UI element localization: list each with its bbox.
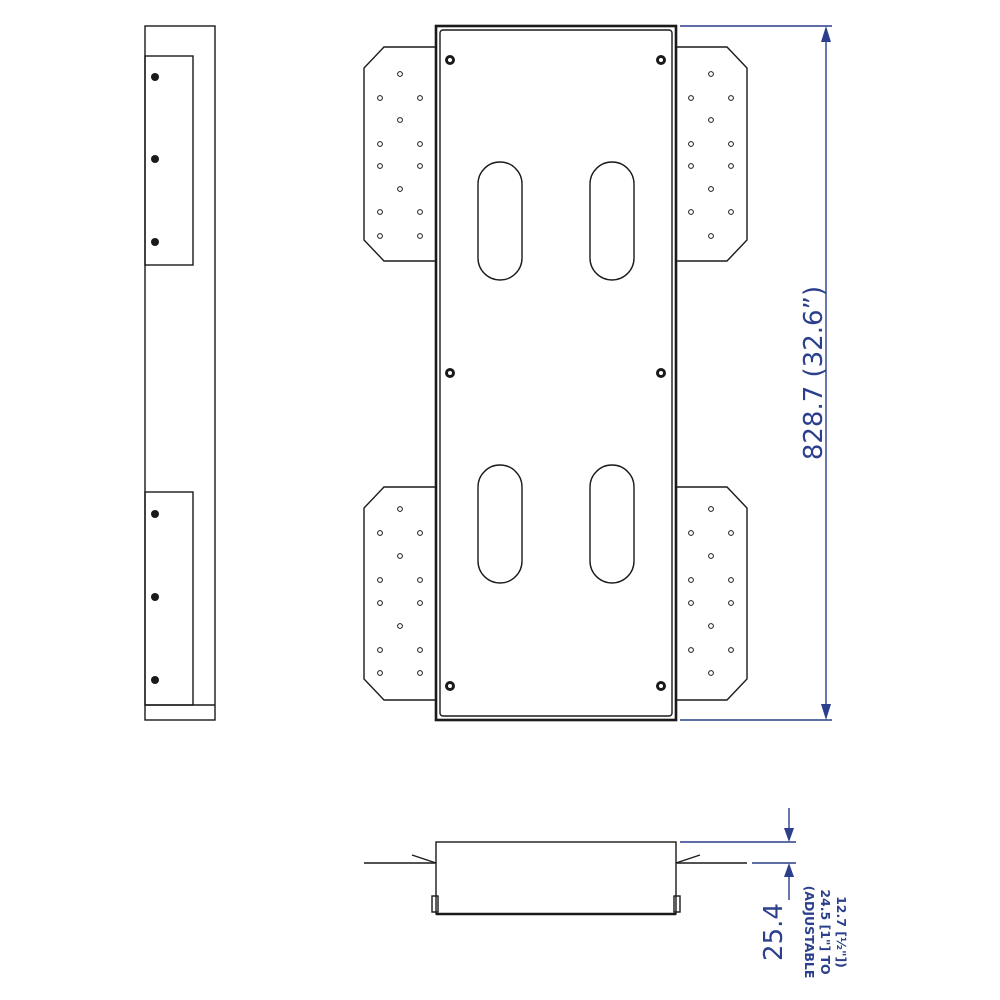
bracket-plate-holes — [377, 71, 734, 676]
depth-arrowhead-top — [784, 828, 794, 842]
height-label: 828.7 (32.6”) — [799, 286, 829, 460]
side-view-hole — [151, 510, 159, 518]
side-view-hole — [151, 593, 159, 601]
arrowhead-up — [821, 26, 831, 42]
slot-lower-right — [589, 464, 635, 584]
depth-note-line-1: (ADJUSTABLE — [802, 886, 817, 979]
slot-lower-left — [477, 464, 523, 584]
bracket-plate-lower-left — [363, 486, 436, 701]
depth-arrowhead-bottom — [784, 863, 794, 877]
depth-dimension: 25.4 (ADJUSTABLE 24.5 [1"] TO 12.7 [½"]) — [680, 808, 849, 978]
slot-upper-left — [477, 161, 523, 281]
bracket-plate-lower-right — [676, 486, 748, 701]
main-plate-holes — [445, 55, 666, 691]
bottom-view-foot-left — [431, 895, 439, 913]
side-view — [144, 25, 216, 721]
bracket-plate-upper-left — [363, 46, 436, 262]
arrowhead-down — [821, 704, 831, 720]
main-mounting-plate — [434, 24, 678, 722]
side-view-rail — [144, 25, 216, 721]
bottom-view-plate — [435, 841, 677, 915]
slot-upper-right — [589, 161, 635, 281]
front-view — [363, 24, 748, 722]
side-view-hole — [151, 238, 159, 246]
main-plate-inner-edge — [439, 29, 673, 717]
bracket-plate-upper-right — [676, 46, 748, 262]
depth-note-line-3: 12.7 [½"]) — [834, 896, 849, 968]
side-view-lower-bracket — [144, 491, 194, 706]
side-view-upper-bracket — [144, 55, 194, 266]
bottom-view — [364, 841, 747, 916]
side-view-hole — [151, 155, 159, 163]
bottom-view-bracket-slope-right — [675, 854, 701, 864]
depth-label: 25.4 — [759, 903, 789, 961]
side-view-hole — [151, 73, 159, 81]
bottom-view-bracket-slope-left — [411, 854, 437, 864]
depth-note-line-2: 24.5 [1"] TO — [818, 889, 833, 974]
bottom-view-foot-right — [673, 895, 681, 913]
side-view-hole — [151, 676, 159, 684]
height-dimension: 828.7 (32.6”) — [680, 25, 832, 721]
